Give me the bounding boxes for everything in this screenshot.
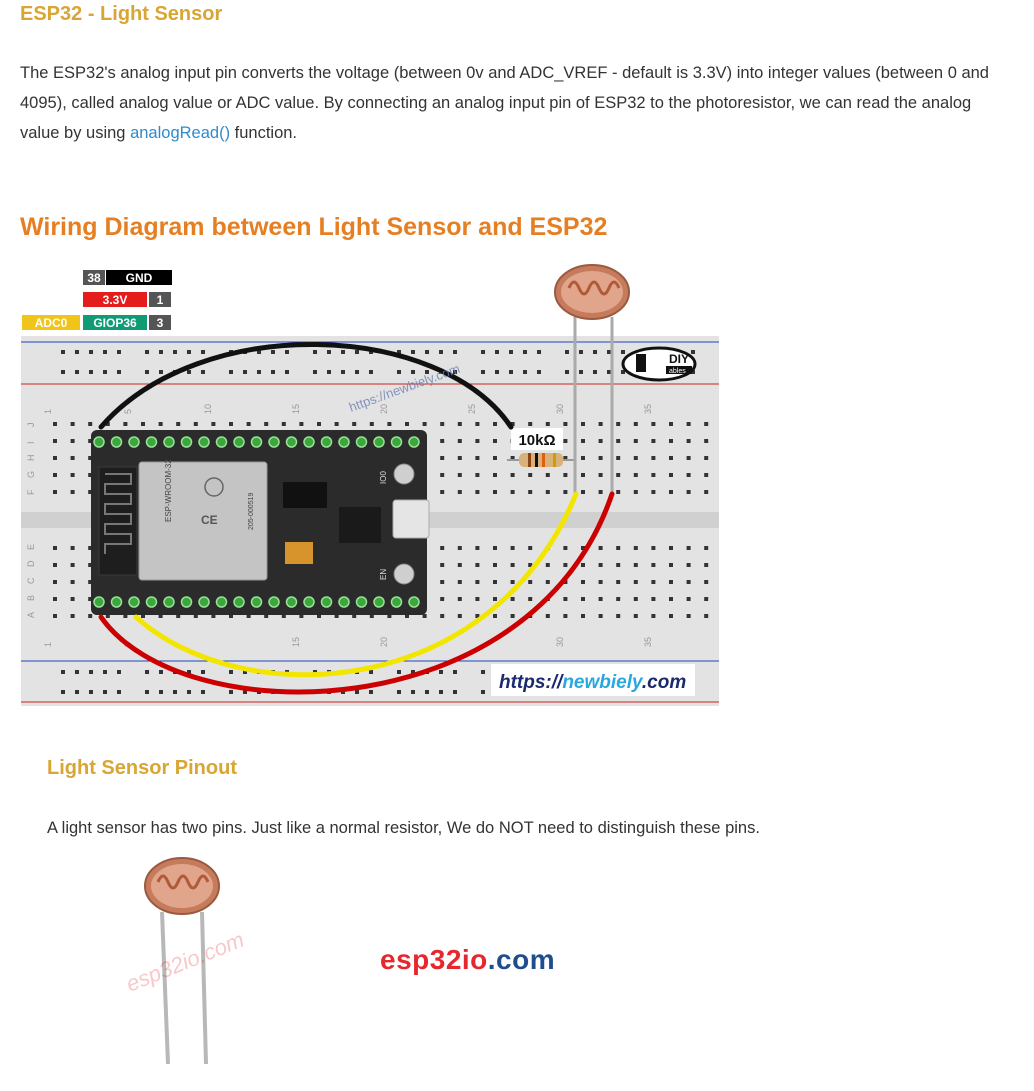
pin-tag-adc0: ADC0 <box>35 316 68 330</box>
url-banner: https://newbiely.com <box>491 664 695 696</box>
en-label: EN <box>379 569 388 580</box>
module-cert: 205-000519 <box>248 493 255 530</box>
column-numbers: 1 5 10 15 20 25 30 35 1 5 15 20 30 35 <box>43 404 653 647</box>
svg-text:D: D <box>26 560 36 567</box>
svg-text:10: 10 <box>203 404 213 414</box>
svg-text:35: 35 <box>643 404 653 414</box>
svg-text:30: 30 <box>555 404 565 414</box>
esp32-pins <box>93 436 420 608</box>
svg-text:E: E <box>26 544 36 550</box>
svg-text:I: I <box>26 441 36 444</box>
svg-text:G: G <box>26 471 36 478</box>
light-sensor <box>554 264 630 494</box>
svg-text:25: 25 <box>467 404 477 414</box>
pinout-paragraph: A light sensor has two pins. Just like a… <box>47 819 760 837</box>
gnd-wire <box>98 341 514 430</box>
svg-text:ables: ables <box>669 368 686 375</box>
diyables-logo-icon: DIY ables <box>621 346 697 382</box>
ce-mark: CE <box>201 513 218 527</box>
io0-label: IO0 <box>379 471 388 484</box>
signal-wire <box>133 491 579 678</box>
svg-text:20: 20 <box>379 637 389 647</box>
resistor-label: 10kΩ <box>518 432 555 449</box>
svg-text:35: 35 <box>643 637 653 647</box>
pin-num-gnd: 38 <box>87 271 101 285</box>
pin-name-giop36: GIOP36 <box>93 316 137 330</box>
intro-text: The ESP32's analog input pin converts th… <box>20 64 989 142</box>
light-sensor-pinout-image: esp32io.com <box>123 857 248 1065</box>
wiring-title: Wiring Diagram between Light Sensor and … <box>20 213 608 241</box>
svg-text:C: C <box>26 577 36 584</box>
svg-text:A: A <box>26 612 36 618</box>
row-letters: J I H G F E D C B A <box>26 423 36 619</box>
module-label: ESP-WROOM-32 <box>164 459 173 522</box>
svg-text:5: 5 <box>123 409 133 414</box>
svg-text:20: 20 <box>379 404 389 414</box>
wiring-diagram: 38 GND 3.3V 1 ADC0 GIOP36 3 1 5 10 15 20… <box>21 264 719 706</box>
wires <box>98 341 615 695</box>
pin-labels: 38 GND 3.3V 1 ADC0 GIOP36 3 <box>22 270 172 330</box>
intro-paragraph: The ESP32's analog input pin converts th… <box>20 58 1010 148</box>
resistor: 10kΩ <box>507 428 576 467</box>
analogread-link[interactable]: analogRead() <box>130 124 231 142</box>
svg-text:H: H <box>26 455 36 462</box>
svg-text:F: F <box>26 489 36 495</box>
svg-text:https://newbiely.com: https://newbiely.com <box>499 672 686 693</box>
pin-num-giop36: 3 <box>157 316 164 330</box>
svg-text:B: B <box>26 595 36 601</box>
esp32io-logo: esp32io.com <box>380 944 556 975</box>
esp32-board: ESP-WROOM-32 205-000519 CE IO0 EN <box>91 430 430 615</box>
pin-name-3v3: 3.3V <box>103 293 128 307</box>
svg-text:1: 1 <box>43 409 53 414</box>
pin-name-gnd: GND <box>126 271 153 285</box>
svg-text:15: 15 <box>291 404 301 414</box>
svg-text:15: 15 <box>291 637 301 647</box>
svg-text:J: J <box>26 423 36 428</box>
vcc-wire <box>98 491 615 695</box>
section-title: ESP32 - Light Sensor <box>20 3 223 25</box>
svg-text:30: 30 <box>555 637 565 647</box>
pinout-title: Light Sensor Pinout <box>47 757 237 779</box>
svg-text:DIY: DIY <box>669 352 689 366</box>
svg-text:1: 1 <box>43 642 53 647</box>
pin-num-3v3: 1 <box>157 293 164 307</box>
pinout-watermark: esp32io.com <box>123 927 248 997</box>
intro-text-end: function. <box>230 124 298 142</box>
